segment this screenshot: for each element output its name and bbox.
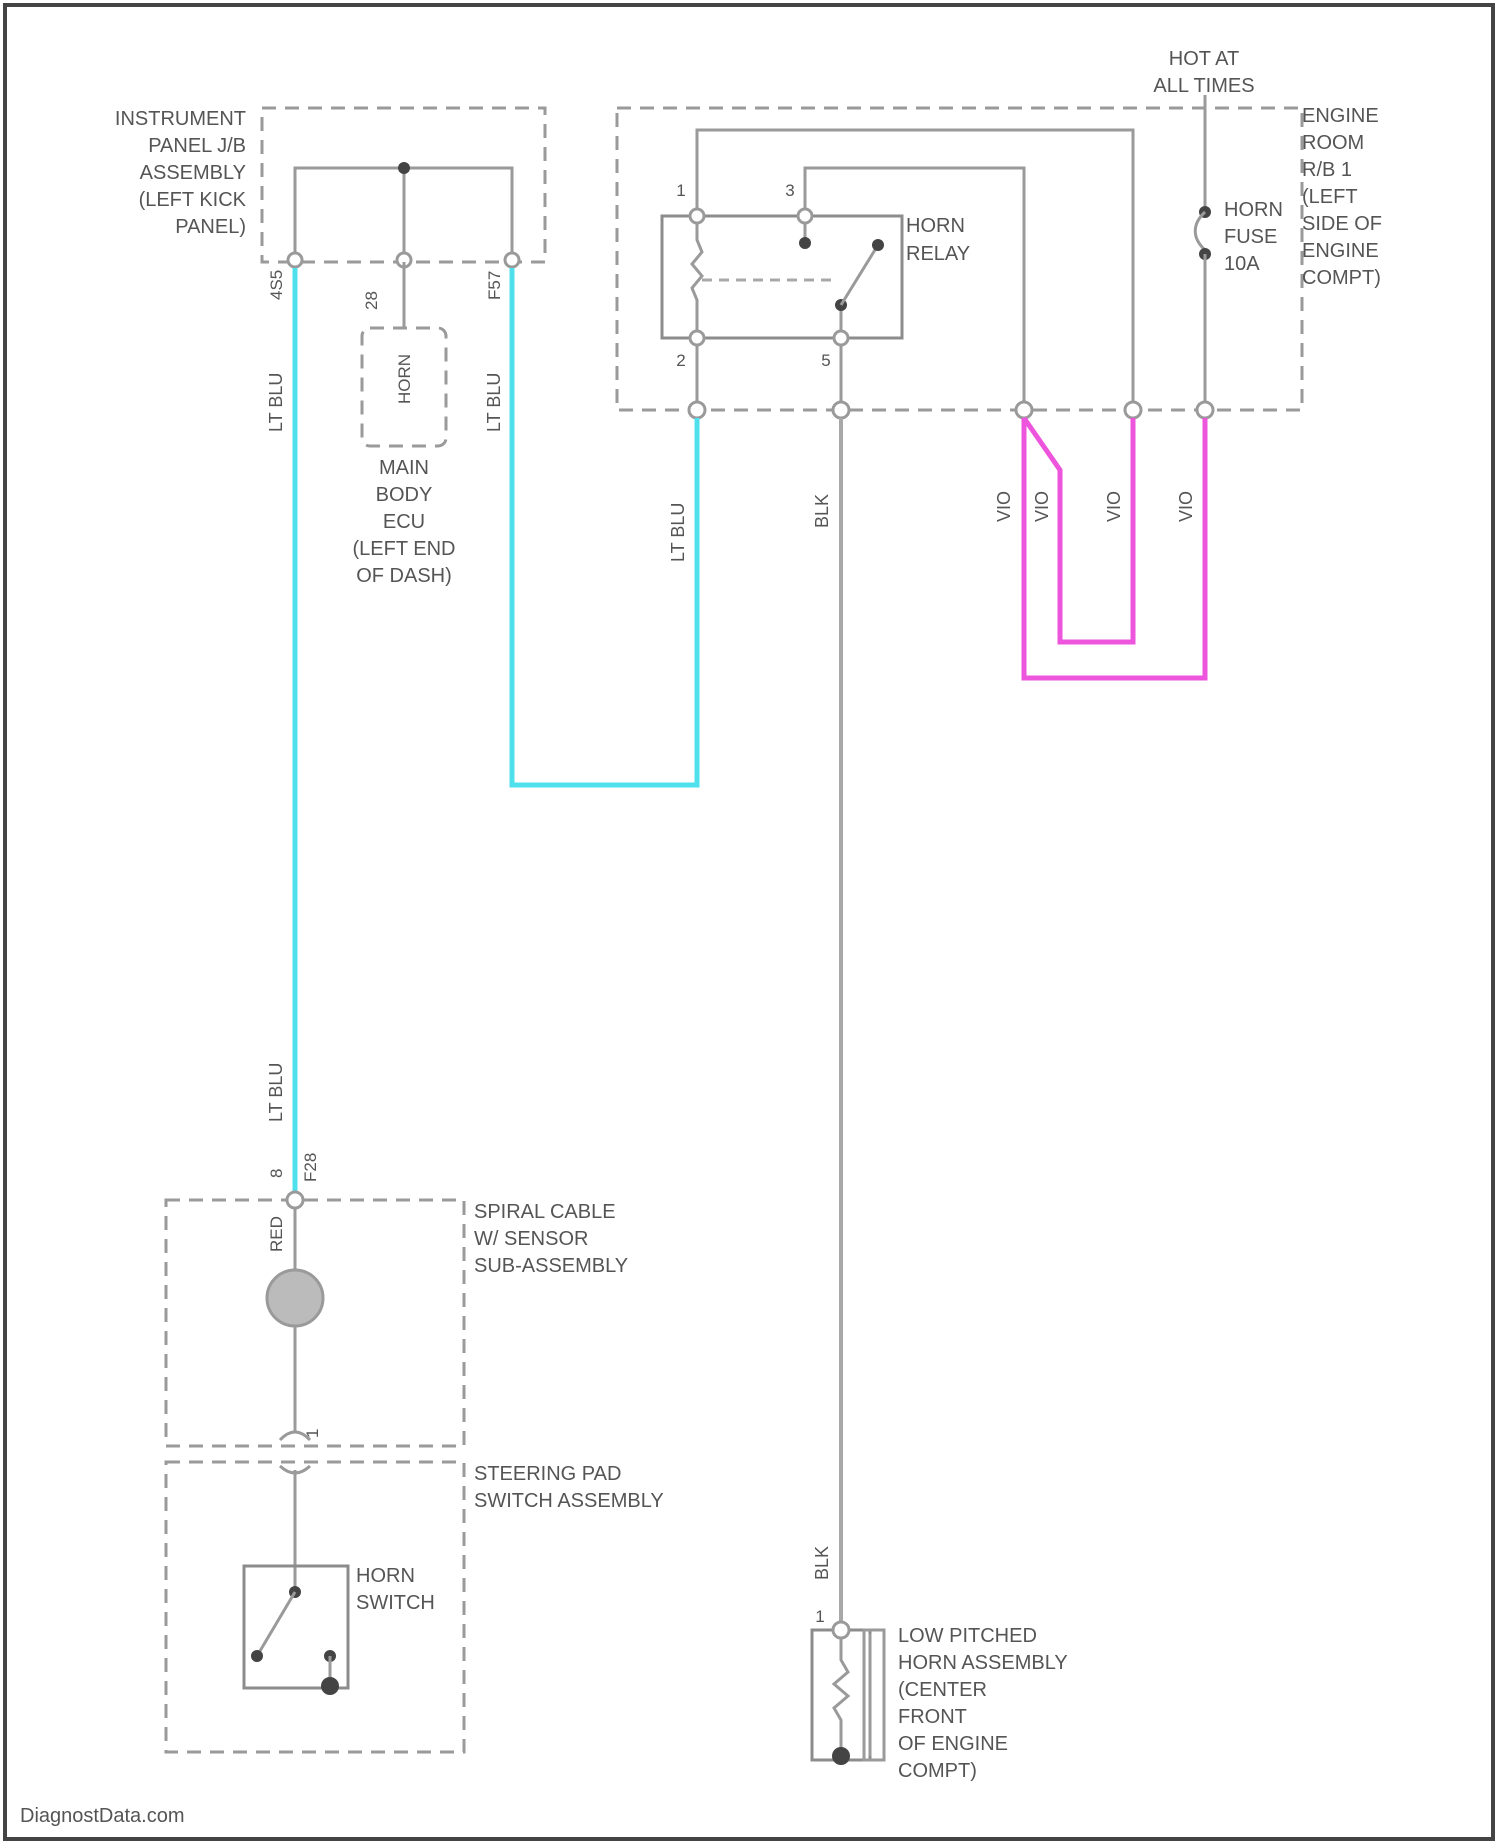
wire-label-blk-1: BLK bbox=[812, 494, 832, 528]
wire-label-vio-3: VIO bbox=[1104, 491, 1124, 522]
steering-pad-label-2: SWITCH ASSEMBLY bbox=[474, 1490, 664, 1512]
wire-label-vio-1: VIO bbox=[994, 491, 1014, 522]
spiral-conn-top: F28 bbox=[301, 1153, 320, 1182]
low-pitched-horn-assembly bbox=[812, 1622, 884, 1765]
wire-label-lt-blu-2: LT BLU bbox=[484, 373, 504, 432]
relay-pin-1: 1 bbox=[676, 181, 685, 200]
ip-jb-pin-left: 4S5 bbox=[267, 270, 286, 300]
main-body-ecu-label-5: OF DASH) bbox=[356, 565, 452, 587]
wire-label-blk-2: BLK bbox=[812, 1546, 832, 1580]
wire-label-vio-4: VIO bbox=[1176, 491, 1196, 522]
wire-label-lt-blu-4: LT BLU bbox=[266, 1063, 286, 1122]
steering-pad-label-1: STEERING PAD bbox=[474, 1463, 621, 1485]
engine-rb-label-6: ENGINE bbox=[1302, 240, 1379, 262]
ip-jb-label-2: PANEL J/B bbox=[148, 135, 246, 157]
wire-label-lt-blu-1: LT BLU bbox=[266, 373, 286, 432]
spiral-label-1: SPIRAL CABLE bbox=[474, 1201, 616, 1223]
engine-rb-label-2: ROOM bbox=[1302, 132, 1364, 154]
wire-label-vio-2: VIO bbox=[1032, 491, 1052, 522]
low-horn-label-4: FRONT bbox=[898, 1706, 967, 1728]
wire-label-lt-blu-3: LT BLU bbox=[668, 503, 688, 562]
spiral-pin-top: 8 bbox=[267, 1169, 286, 1178]
horn-relay-label-2: RELAY bbox=[906, 243, 970, 265]
spiral-wire-red: RED bbox=[267, 1216, 286, 1252]
spiral-cable-assembly bbox=[166, 1192, 464, 1446]
horn-fuse-label-3: 10A bbox=[1224, 253, 1260, 275]
main-body-ecu-label-3: ECU bbox=[383, 511, 425, 533]
ip-jb-pin-right: F57 bbox=[485, 271, 504, 300]
page-frame bbox=[5, 5, 1493, 1839]
ip-jb-pin-mid: 28 bbox=[362, 291, 381, 310]
horn-switch-label-1: HORN bbox=[356, 1565, 415, 1587]
horn-fuse-label-2: FUSE bbox=[1224, 226, 1277, 248]
spiral-pin-bottom: 1 bbox=[303, 1429, 322, 1438]
wire-vio-relay-loop bbox=[1024, 418, 1133, 642]
hot-at-label-1: HOT AT bbox=[1169, 48, 1239, 70]
hot-at-label-2: ALL TIMES bbox=[1153, 75, 1254, 97]
low-horn-label-1: LOW PITCHED bbox=[898, 1625, 1037, 1647]
instrument-panel-jb bbox=[262, 108, 545, 267]
relay-pin-2: 2 bbox=[676, 351, 685, 370]
horn-switch-label-2: SWITCH bbox=[356, 1592, 435, 1614]
relay-pin-5: 5 bbox=[821, 351, 830, 370]
low-horn-label-5: OF ENGINE bbox=[898, 1733, 1008, 1755]
spiral-label-2: W/ SENSOR bbox=[474, 1228, 588, 1250]
ground-icon bbox=[321, 1677, 339, 1695]
engine-rb-label-1: ENGINE bbox=[1302, 105, 1379, 127]
main-body-ecu-label-2: BODY bbox=[376, 484, 433, 506]
relay-pin-3: 3 bbox=[785, 181, 794, 200]
ip-jb-label-4: (LEFT KICK bbox=[139, 189, 247, 211]
spiral-cable-icon bbox=[267, 1270, 323, 1326]
watermark: DiagnostData.com bbox=[20, 1805, 185, 1827]
horn-pin: 1 bbox=[815, 1607, 824, 1626]
spiral-label-3: SUB-ASSEMBLY bbox=[474, 1255, 628, 1277]
low-horn-label-6: COMPT) bbox=[898, 1760, 977, 1782]
horn-fuse-label-1: HORN bbox=[1224, 199, 1283, 221]
ip-jb-label-1: INSTRUMENT bbox=[115, 108, 246, 130]
main-body-ecu: HORN bbox=[362, 262, 446, 446]
engine-rb-label-4: (LEFT bbox=[1302, 186, 1358, 208]
ip-jb-label-3: ASSEMBLY bbox=[140, 162, 246, 184]
main-body-ecu-inner: HORN bbox=[395, 354, 414, 404]
horn-relay-label-1: HORN bbox=[906, 215, 965, 237]
engine-rb-label-7: COMPT) bbox=[1302, 267, 1381, 289]
main-body-ecu-label-4: (LEFT END bbox=[353, 538, 456, 560]
low-horn-label-3: (CENTER bbox=[898, 1679, 987, 1701]
engine-rb-label-3: R/B 1 bbox=[1302, 159, 1352, 181]
engine-rb-label-5: SIDE OF bbox=[1302, 213, 1382, 235]
main-body-ecu-label-1: MAIN bbox=[379, 457, 429, 479]
low-horn-label-2: HORN ASSEMBLY bbox=[898, 1652, 1068, 1674]
ip-jb-label-5: PANEL) bbox=[175, 216, 246, 238]
